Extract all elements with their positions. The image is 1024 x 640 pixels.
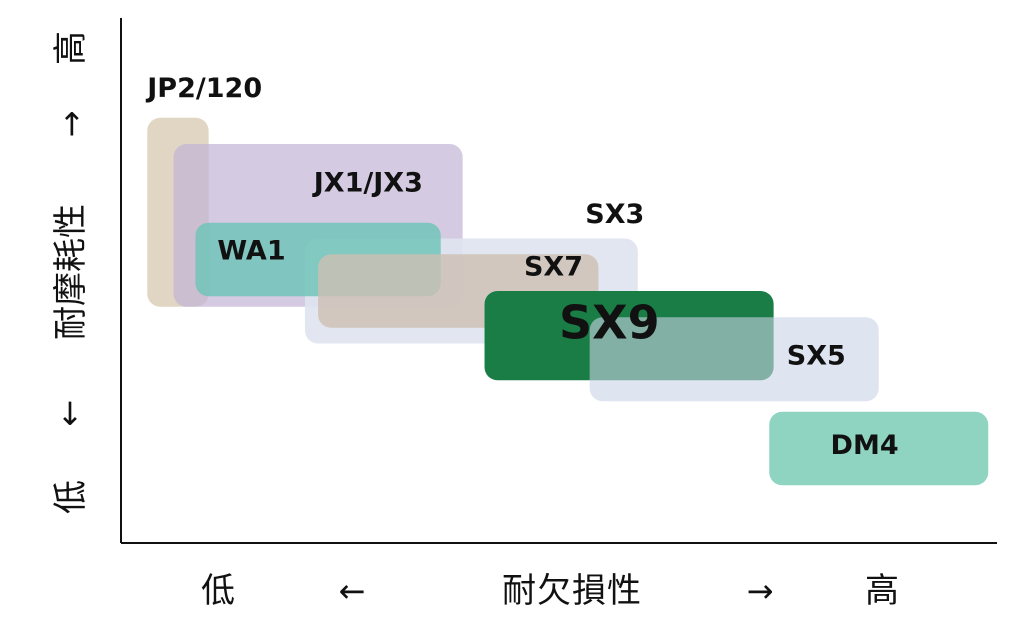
y-axis-high-label: 高	[51, 31, 91, 65]
y-axis-low-label: 低	[51, 480, 91, 514]
y-axis-down-arrow: ↓	[57, 395, 84, 433]
region-label-wa1: WA1	[217, 236, 285, 267]
x-axis-high-label: 高	[865, 571, 899, 611]
region-label-sx9: SX9	[559, 295, 660, 349]
x-axis-title: 耐欠損性	[502, 571, 642, 611]
region-label-jp2-120: JP2/120	[145, 73, 262, 104]
region-label-dm4: DM4	[831, 430, 899, 461]
region-dm4	[769, 411, 989, 486]
y-axis-up-arrow: →	[52, 111, 90, 138]
region-label-sx3: SX3	[585, 199, 644, 230]
x-axis-left-arrow: ←	[339, 572, 366, 610]
region-sx5	[589, 317, 879, 402]
region-label-sx5: SX5	[787, 341, 846, 372]
region-label-sx7: SX7	[524, 251, 583, 282]
x-axis-right-arrow: →	[747, 572, 774, 610]
chart-regions	[147, 117, 989, 486]
x-axis-low-label: 低	[201, 571, 235, 611]
y-axis-title: 耐摩耗性	[51, 204, 91, 340]
region-label-jx1-jx3: JX1/JX3	[312, 167, 423, 198]
